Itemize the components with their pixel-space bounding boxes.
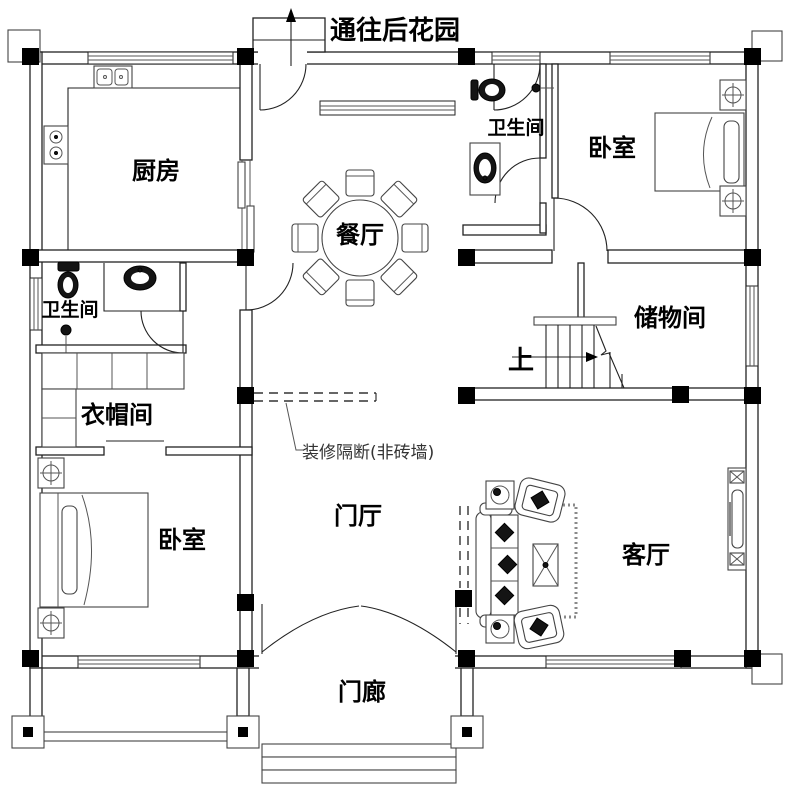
shower-head	[60, 324, 72, 357]
porch-step	[261, 756, 457, 771]
garden-exit-arrow	[286, 8, 296, 66]
label-garden-exit: 通往后花园	[330, 15, 460, 46]
label-porch: 门廊	[338, 678, 386, 706]
armchair	[513, 604, 565, 650]
dining-chairs	[291, 169, 429, 307]
kitchen-sliding-door	[237, 160, 255, 254]
doors	[106, 63, 608, 654]
nightstand	[37, 457, 65, 489]
armchair	[514, 477, 566, 523]
windows	[29, 51, 759, 669]
cloakroom-wardrobe	[41, 352, 185, 448]
nightstand	[37, 607, 65, 639]
living-room-window	[545, 655, 682, 669]
nightstand	[719, 185, 747, 217]
porch-pillar	[450, 715, 484, 749]
bathroom-top-fixtures	[469, 78, 554, 196]
label-dining: 餐厅	[336, 221, 384, 249]
kitchen-fixtures	[43, 65, 240, 250]
structural-columns	[22, 48, 761, 667]
living-room-furniture	[475, 467, 747, 650]
toilet	[57, 261, 80, 299]
bedroom-left-window	[77, 655, 201, 669]
dining-table	[321, 199, 399, 277]
wash-basin	[469, 142, 501, 196]
label-bathroom-left: 卫生间	[41, 298, 98, 321]
wash-basin	[123, 265, 157, 291]
coffee-table	[532, 543, 559, 587]
sofa	[475, 502, 519, 628]
label-partition-note: 装修隔断(非砖墙)	[302, 443, 434, 463]
side-table-plant	[485, 614, 515, 644]
bathroom-left-door	[140, 310, 184, 354]
entrance-double-door	[261, 604, 457, 654]
label-kitchen: 厨房	[132, 157, 180, 185]
label-bedroom-left: 卧室	[158, 526, 206, 554]
stair-break-line	[595, 325, 625, 389]
toilet	[470, 78, 506, 102]
porch-step	[261, 743, 457, 758]
nightstand	[719, 79, 747, 111]
bathroom-left-window	[29, 277, 43, 331]
bathroom-top-window	[491, 51, 541, 65]
dining-high-window	[319, 100, 456, 116]
vanity-counter	[103, 263, 180, 312]
kitchen-window	[87, 51, 234, 65]
porch-pillar	[226, 715, 260, 749]
porch-pillar	[11, 715, 45, 749]
label-stairs-up: 上	[508, 346, 534, 376]
bedroom-left-furniture	[37, 457, 149, 639]
entrance-opening	[259, 654, 455, 670]
label-living-room: 客厅	[622, 541, 670, 569]
garden-door	[259, 63, 307, 111]
corridor-door	[245, 262, 294, 311]
label-bathroom-top: 卫生间	[487, 116, 544, 139]
bed	[654, 112, 745, 192]
shower-head	[531, 83, 554, 93]
garden-door-opening	[258, 51, 307, 65]
bedroom-right-door	[553, 197, 608, 252]
label-cloakroom: 衣帽间	[81, 401, 153, 429]
partition-note-leader	[285, 402, 304, 451]
garden-vestibule	[252, 17, 326, 53]
bedroom-right-furniture	[654, 79, 747, 217]
bathroom-left-fixtures	[57, 261, 180, 357]
porch-step	[261, 769, 457, 784]
stairs	[512, 316, 625, 389]
bed	[39, 492, 149, 608]
side-table-plant	[485, 480, 515, 510]
terrace-edge	[41, 731, 232, 742]
kitchen-stove	[43, 125, 69, 165]
tv-unit	[727, 467, 747, 571]
label-storage: 储物间	[634, 304, 706, 332]
dining-set	[291, 169, 429, 307]
bathroom-top-door	[494, 157, 541, 204]
stair-direction-arrow	[586, 352, 598, 362]
kitchen-sink	[93, 65, 133, 89]
porch-structure	[11, 715, 484, 784]
kitchen-counter	[67, 87, 240, 250]
bedroom-right-window	[609, 51, 711, 65]
label-foyer: 门厅	[334, 502, 382, 530]
decor-partition-horizontal	[254, 392, 377, 402]
storage-window	[745, 285, 759, 367]
decor-partition-vertical	[459, 506, 469, 624]
label-bedroom-right: 卧室	[588, 134, 636, 162]
